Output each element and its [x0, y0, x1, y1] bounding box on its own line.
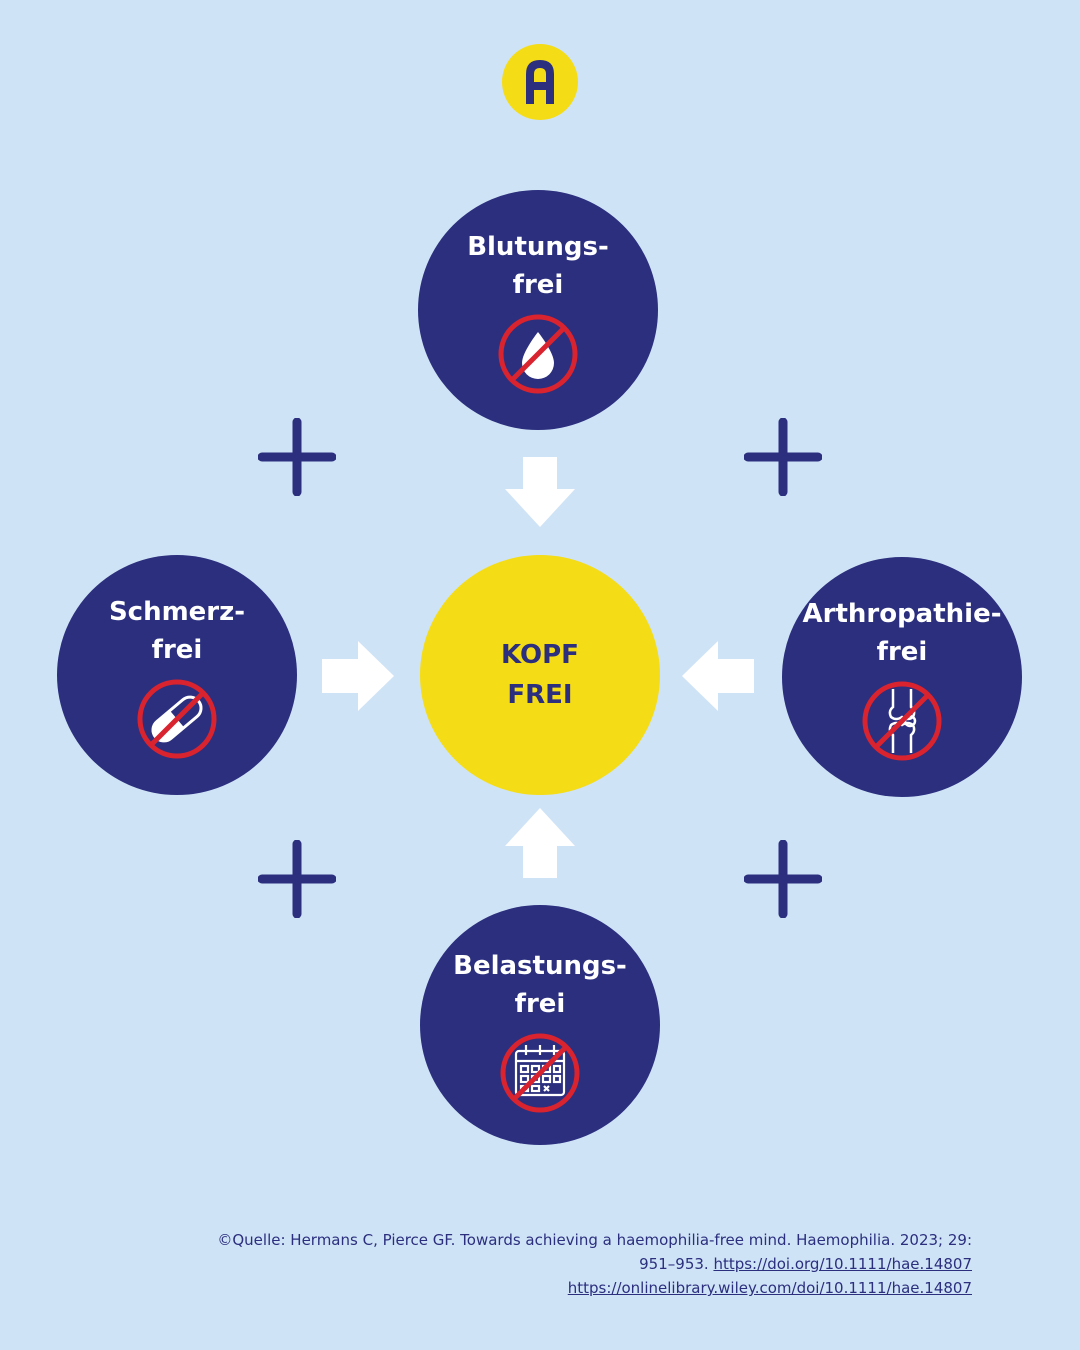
center-label-line1: KOPF — [501, 640, 579, 670]
arrow-down-icon — [505, 457, 575, 527]
no-calendar-icon — [500, 1033, 580, 1113]
arrow-right-icon — [322, 641, 394, 711]
logo-letter-a-icon — [526, 60, 554, 104]
source-line2: 951–953. https://doi.org/10.1111/hae.148… — [100, 1252, 972, 1276]
node-label-line2: frei — [876, 637, 928, 667]
node-arthropathiefrei: Arthropathie- frei — [782, 557, 1022, 797]
node-label-line1: Belastungs- — [453, 951, 627, 981]
node-label-line2: frei — [514, 989, 566, 1019]
arrow-left-icon — [682, 641, 754, 711]
node-kopf-frei: KOPF FREI — [420, 555, 660, 795]
node-label-line1: Arthropathie- — [802, 599, 1002, 629]
wiley-link[interactable]: https://onlinelibrary.wiley.com/doi/10.1… — [567, 1279, 972, 1297]
no-joint-icon — [862, 681, 942, 761]
node-label-line1: Blutungs- — [467, 232, 609, 262]
source-line3: https://onlinelibrary.wiley.com/doi/10.1… — [100, 1276, 972, 1300]
node-blutungsfrei: Blutungs- frei — [418, 190, 658, 430]
plus-icon — [744, 418, 822, 496]
no-blood-drop-icon — [498, 314, 578, 394]
no-pill-icon — [137, 679, 217, 759]
node-label-line2: frei — [512, 270, 564, 300]
node-schmerzfrei: Schmerz- frei — [57, 555, 297, 795]
source-line1: ©Quelle: Hermans C, Pierce GF. Towards a… — [217, 1231, 972, 1249]
logo — [502, 44, 578, 120]
node-label-line2: frei — [151, 635, 203, 665]
center-label-line2: FREI — [507, 680, 573, 710]
doi-link[interactable]: https://doi.org/10.1111/hae.14807 — [713, 1255, 972, 1273]
source-citation: ©Quelle: Hermans C, Pierce GF. Towards a… — [100, 1228, 972, 1300]
arrow-up-icon — [505, 808, 575, 878]
plus-icon — [258, 840, 336, 918]
plus-icon — [744, 840, 822, 918]
source-line2-prefix: 951–953. — [639, 1255, 714, 1273]
plus-icon — [258, 418, 336, 496]
node-belastungsfrei: Belastungs- frei — [420, 905, 660, 1145]
node-label-line1: Schmerz- — [108, 597, 246, 627]
